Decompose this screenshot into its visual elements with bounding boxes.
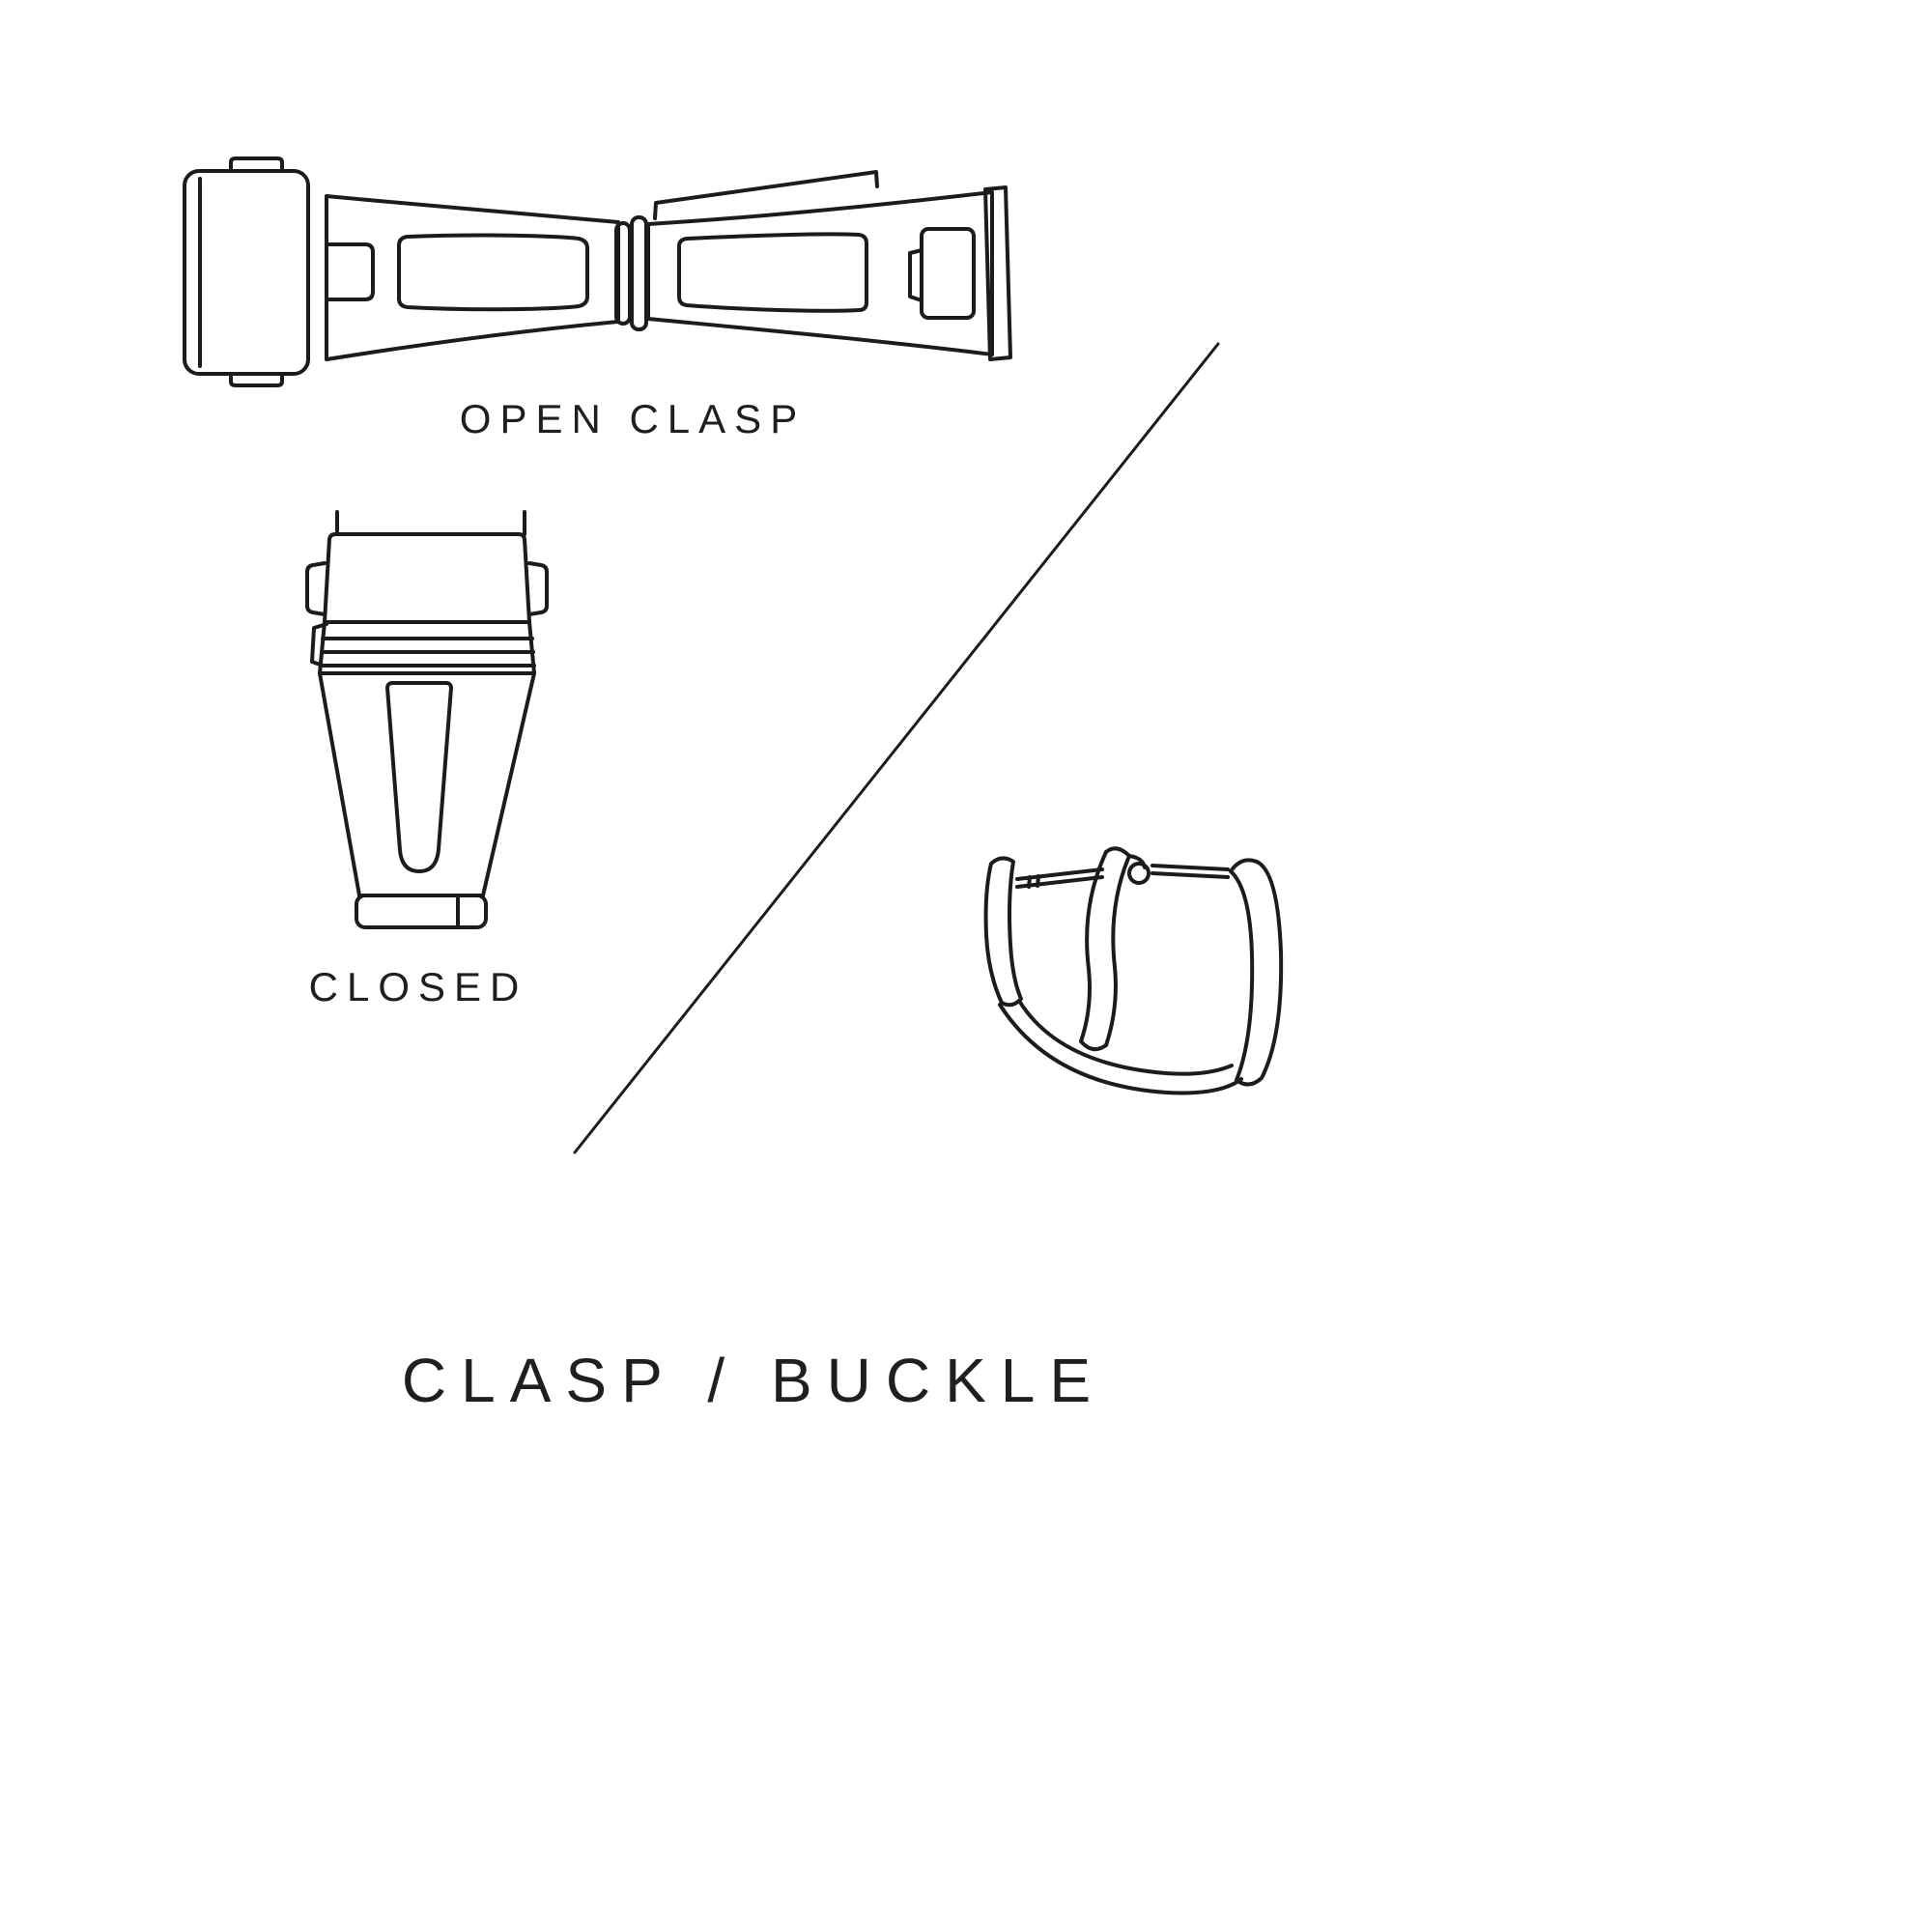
open-clasp-illustration-icon xyxy=(183,156,1012,387)
open-clasp-label: OPEN CLASP xyxy=(459,396,807,441)
buckle-illustration-icon xyxy=(983,846,1284,1095)
closed-clasp-label: CLOSED xyxy=(308,964,528,1009)
closed-clasp-illustration-icon xyxy=(305,510,549,929)
diagonal-divider-line xyxy=(573,342,1220,1154)
page-title: CLASP / BUCKLE xyxy=(401,1346,1106,1415)
